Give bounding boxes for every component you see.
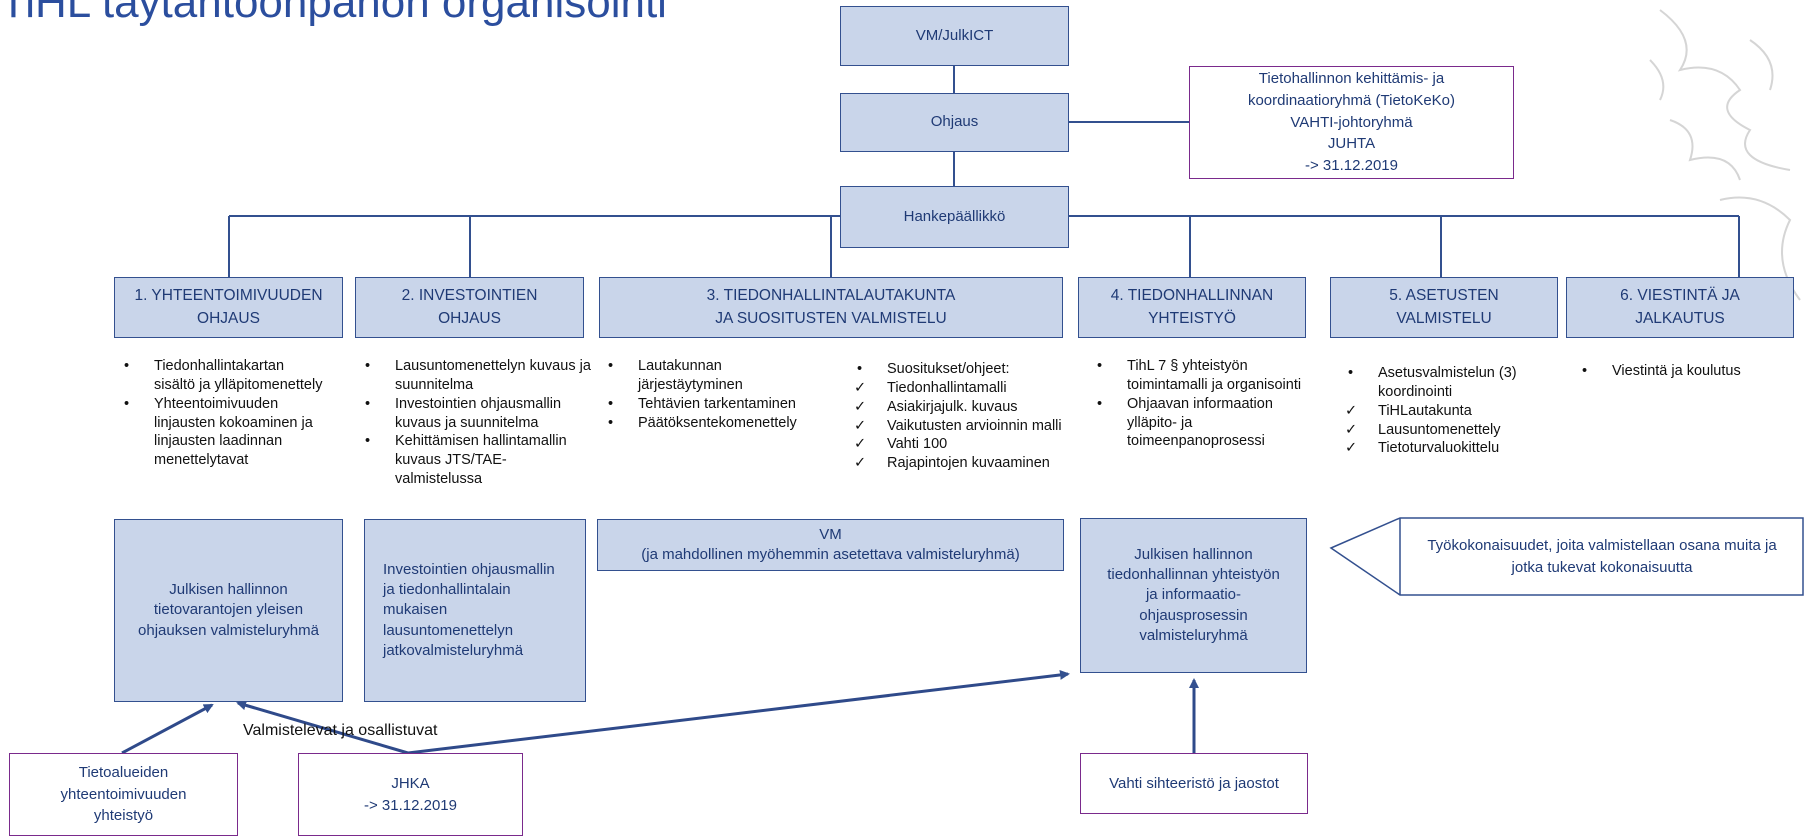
vm-julkict-box: VM/JulkICT	[840, 6, 1069, 66]
ohjaus-box: Ohjaus	[840, 93, 1069, 152]
valmistelevat-label: Valmistelevat ja osallistuvat	[243, 722, 438, 739]
workstream-6-items: Viestintä ja koulutus	[1578, 362, 1793, 381]
list-item: Asetusvalmistelun (3) koordinointi	[1344, 364, 1549, 402]
workstream-2-items: Lausuntomenettelyn kuvaus ja suunnitelma…	[361, 357, 591, 489]
list-item: Investointien ohjausmallin kuvaus ja suu…	[361, 395, 591, 433]
workstream-1-header: 1. YHTEENTOIMIVUUDEN OHJAUS	[114, 277, 343, 338]
workstream-5-header: 5. ASETUSTEN VALMISTELU	[1330, 277, 1558, 338]
hankepaallikko-box: Hankepäällikkö	[840, 186, 1069, 248]
workstream-4-header: 4. TIEDONHALLINNAN YHTEISTYÖ	[1078, 277, 1306, 338]
list-item: Vaikutusten arvioinnin malli	[853, 417, 1073, 436]
list-item: Tietoturvaluokittelu	[1344, 439, 1549, 458]
list-item: Suositukset/ohjeet:	[853, 360, 1073, 379]
group-3-box: VM (ja mahdollinen myöhemmin asetettava …	[597, 519, 1064, 571]
list-item: Asiakirjajulk. kuvaus	[853, 398, 1073, 417]
list-item: Ohjaavan informaation ylläpito- ja toime…	[1093, 395, 1303, 452]
list-item: Tiedonhallintamalli	[853, 379, 1073, 398]
workstream-2-header: 2. INVESTOINTIEN OHJAUS	[355, 277, 584, 338]
workstream-3-items: Lautakunnan järjestäytyminen Tehtävien t…	[604, 357, 829, 432]
group-4-box: Julkisen hallinnon tiedonhallinnan yhtei…	[1080, 518, 1307, 673]
list-item: Viestintä ja koulutus	[1578, 362, 1793, 381]
list-item: TiHLautakunta	[1344, 402, 1549, 421]
workstream-5-items: Asetusvalmistelun (3) koordinointi TiHLa…	[1344, 364, 1549, 458]
list-item: Kehittämisen hallintamallin kuvaus JTS/T…	[361, 432, 591, 489]
arrow-shape	[1329, 517, 1804, 596]
tietoalueet-box: Tietoalueiden yhteentoimivuuden yhteisty…	[9, 753, 238, 836]
list-item: Lautakunnan järjestäytyminen	[604, 357, 829, 395]
workstream-1-items: Tiedonhallintakartan sisältö ja ylläpito…	[120, 357, 325, 470]
list-item: Lausuntomenettelyn kuvaus ja suunnitelma	[361, 357, 591, 395]
list-item: Tiedonhallintakartan sisältö ja ylläpito…	[120, 357, 325, 395]
group-2-box: Investointien ohjausmallin ja tiedonhall…	[364, 519, 586, 702]
list-item: Tehtävien tarkentaminen	[604, 395, 829, 414]
tietokeko-group-box: Tietohallinnon kehittämis- ja koordinaat…	[1189, 66, 1514, 179]
list-item: TihL 7 § yhteistyön toimintamalli ja org…	[1093, 357, 1303, 395]
jhka-box: JHKA -> 31.12.2019	[298, 753, 523, 836]
list-item: Yhteentoimivuuden linjausten kokoaminen …	[120, 395, 325, 470]
arrow-shape-text: Työkokonaisuudet, joita valmistellaan os…	[1427, 536, 1777, 576]
vahti-sihteeristo-box: Vahti sihteeristö ja jaostot	[1080, 753, 1308, 814]
list-item: Lausuntomenettely	[1344, 421, 1549, 440]
workstream-3-recommendations: Suositukset/ohjeet: Tiedonhallintamalli …	[853, 360, 1073, 473]
workstream-3-header: 3. TIEDONHALLINTALAUTAKUNTA JA SUOSITUST…	[599, 277, 1063, 338]
list-item: Vahti 100	[853, 435, 1073, 454]
workstream-6-header: 6. VIESTINTÄ JA JALKAUTUS	[1566, 277, 1794, 338]
page-title: TiHL täytäntöönpanon organisointi	[0, 0, 667, 27]
workstream-4-items: TihL 7 § yhteistyön toimintamalli ja org…	[1093, 357, 1303, 451]
list-item: Rajapintojen kuvaaminen	[853, 454, 1073, 473]
list-item: Päätöksentekomenettely	[604, 414, 829, 433]
group-1-box: Julkisen hallinnon tietovarantojen yleis…	[114, 519, 343, 702]
